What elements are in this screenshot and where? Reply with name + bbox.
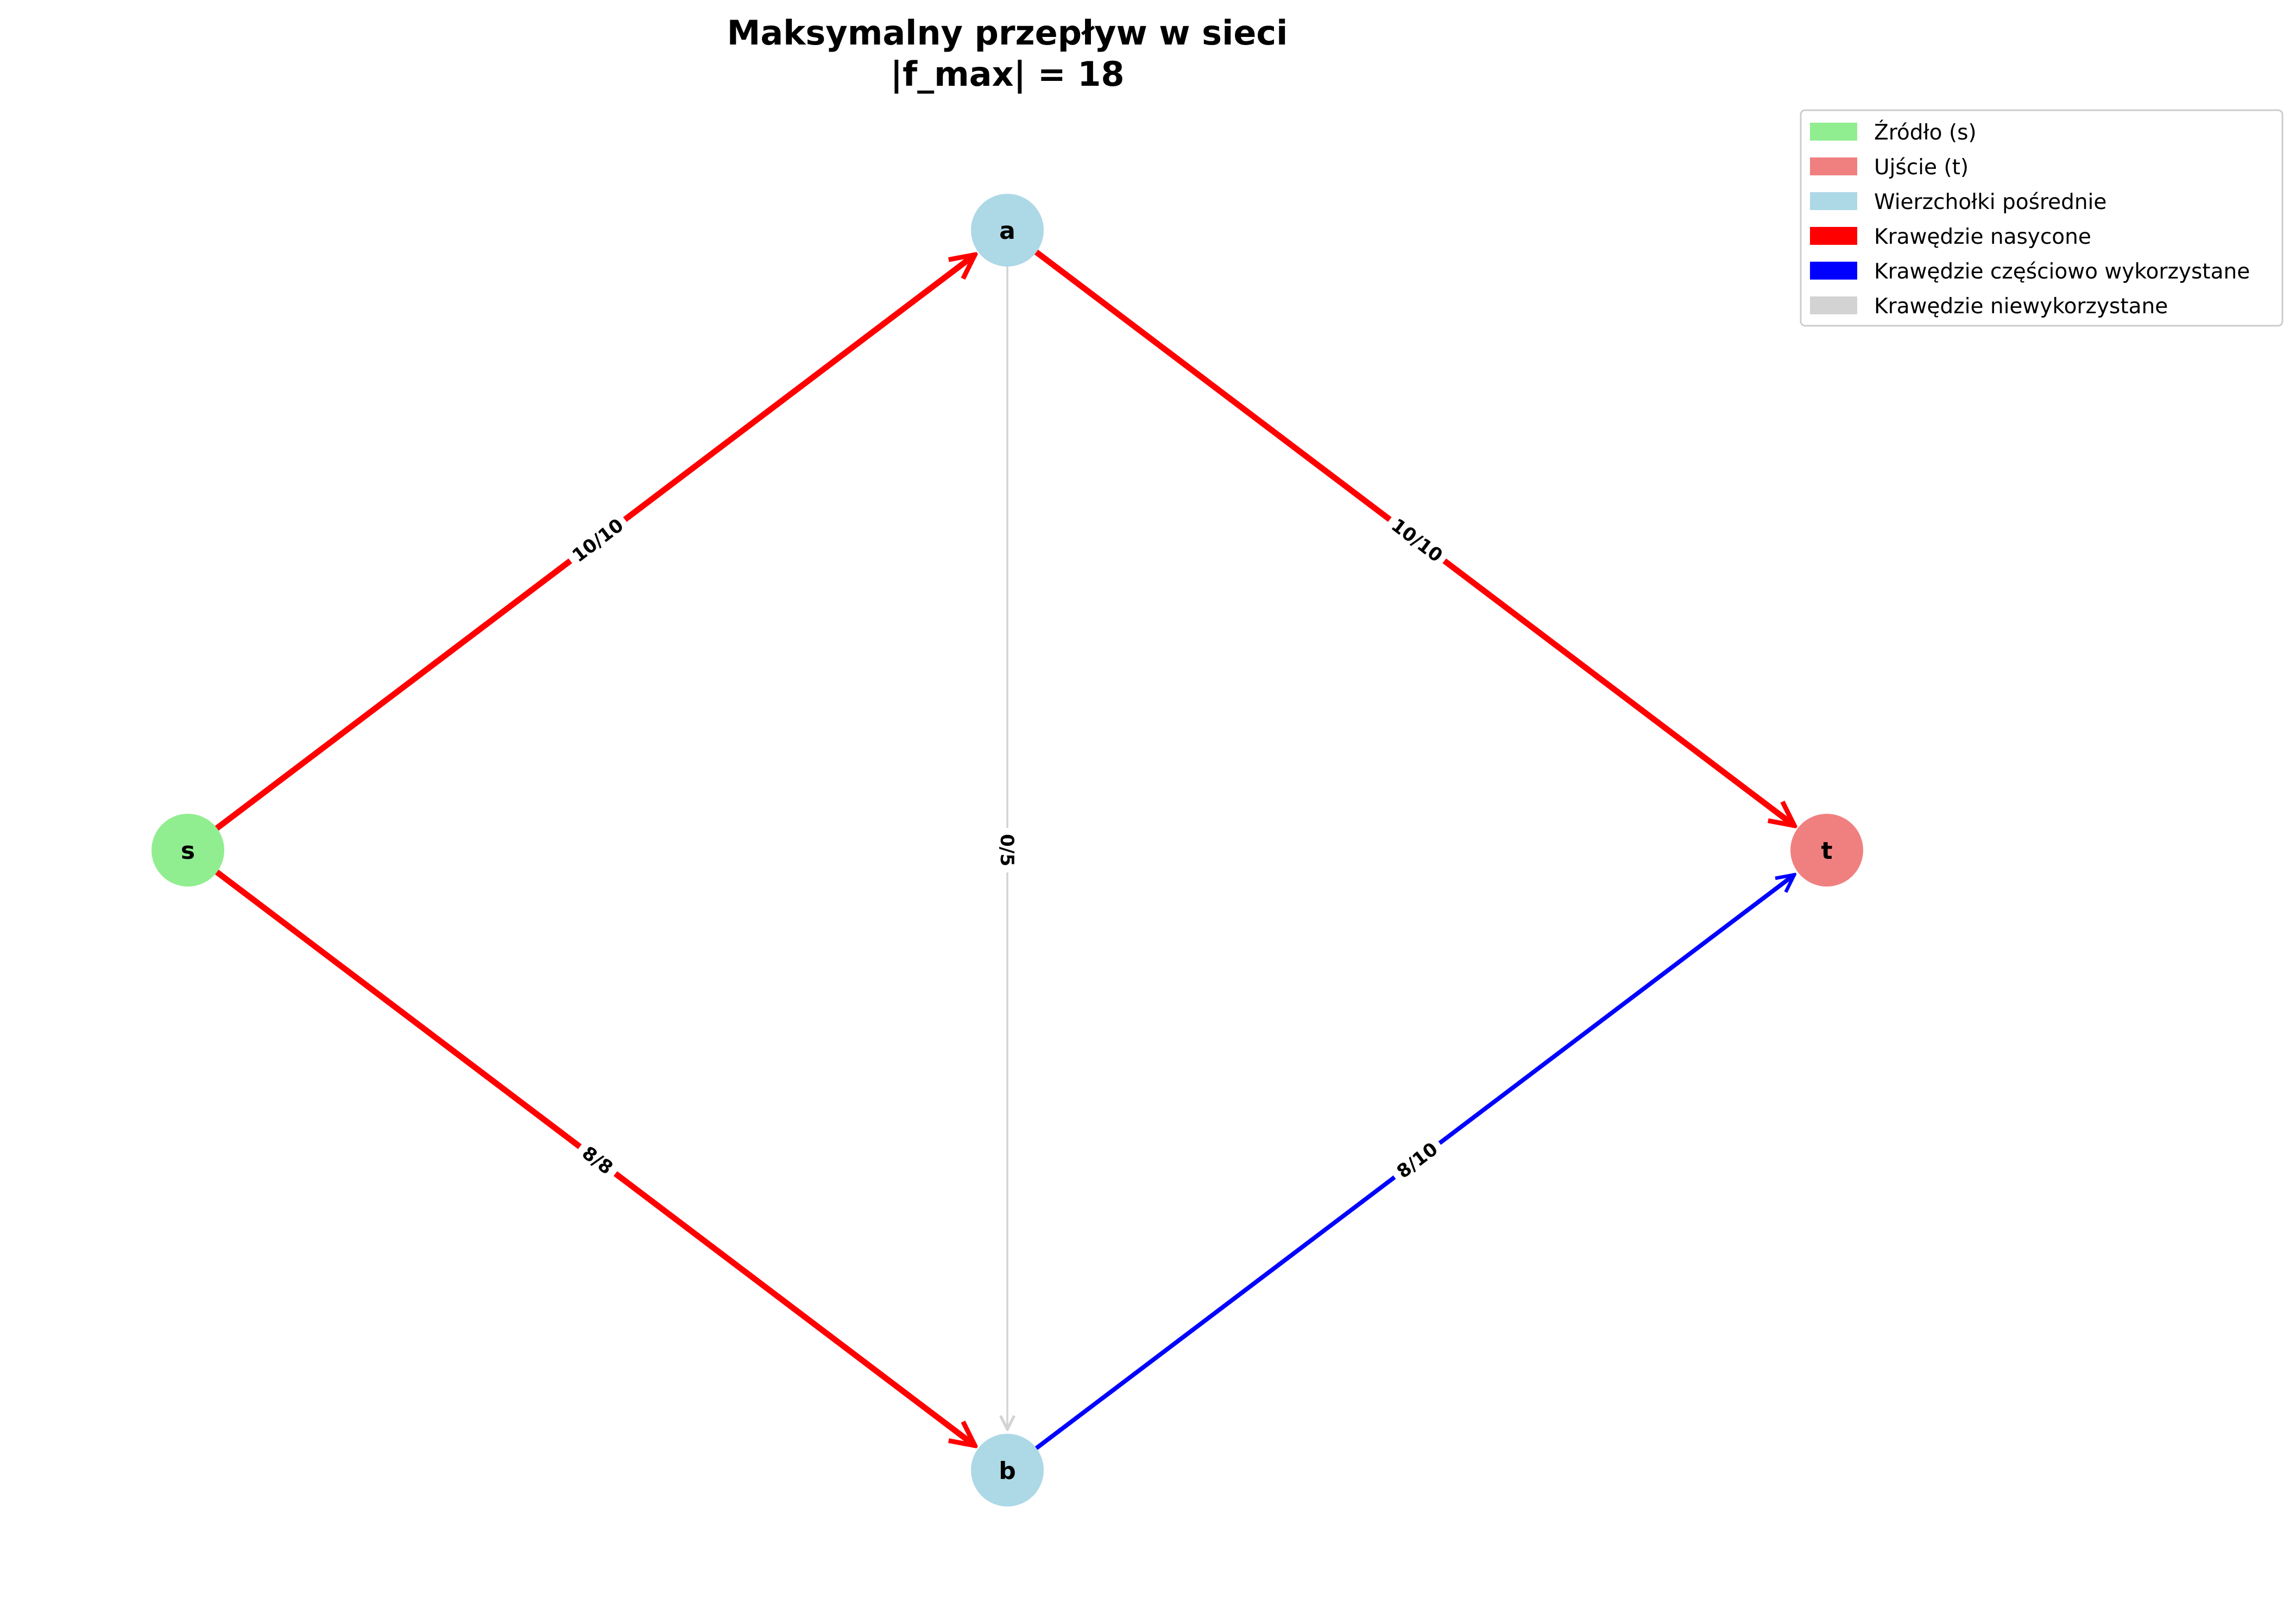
edge-label-text: 10/10 xyxy=(568,515,627,567)
edge-label-background xyxy=(563,510,633,571)
edge-label-s-a: 10/10 xyxy=(563,510,633,571)
node-b: b xyxy=(971,1434,1044,1507)
edge-label-text: 10/10 xyxy=(1387,515,1446,567)
legend-label-unused: Krawędzie niewykorzystane xyxy=(1874,294,2168,319)
legend-label-saturated: Krawędzie nasycone xyxy=(1874,225,2091,249)
node-a-circle xyxy=(971,194,1044,267)
edge-label-a-t: 10/10 xyxy=(1382,510,1452,571)
node-s-circle xyxy=(152,814,224,887)
edge-label-text: 0/5 xyxy=(996,834,1018,866)
legend-swatch-source xyxy=(1810,123,1857,141)
node-b-label: b xyxy=(999,1457,1016,1485)
edge-label-background xyxy=(1382,510,1452,571)
node-b-circle xyxy=(971,1434,1044,1507)
legend: Źródło (s) Ujście (t) Wierzchołki pośredni… xyxy=(1800,109,2284,327)
node-t: t xyxy=(1790,814,1863,887)
node-a: a xyxy=(971,194,1044,267)
node-t-circle xyxy=(1790,814,1863,887)
node-a-label: a xyxy=(999,217,1015,245)
legend-swatch-sink xyxy=(1810,157,1857,175)
legend-label-intermediate: Wierzchołki pośrednie xyxy=(1874,190,2106,214)
legend-label-source: Źródło (s) xyxy=(1874,119,1977,145)
node-t-label: t xyxy=(1821,837,1832,865)
edge-label-background xyxy=(995,828,1019,872)
legend-swatch-unused xyxy=(1810,296,1857,314)
legend-box xyxy=(1800,109,2284,327)
edge-label-background xyxy=(1387,1134,1447,1187)
legend-label-sink: Ujście (t) xyxy=(1874,155,1969,180)
legend-swatch-saturated xyxy=(1810,227,1857,245)
edge-label-a-b: 0/5 xyxy=(995,828,1019,872)
node-s: s xyxy=(152,814,224,887)
nodes-layer: s a b t xyxy=(152,194,1863,1507)
node-s-label: s xyxy=(181,837,195,865)
legend-swatch-partial xyxy=(1810,262,1857,280)
figure-title-line-2: |f_max| = 18 xyxy=(890,54,1124,94)
legend-label-partial: Krawędzie częściowo wykorzystane xyxy=(1874,259,2250,284)
legend-swatch-intermediate xyxy=(1810,192,1857,210)
edge-label-background xyxy=(572,1137,623,1183)
edge-label-b-t: 8/10 xyxy=(1387,1134,1447,1187)
figure-title-line-1: Maksymalny przepływ w sieci xyxy=(727,13,1288,53)
